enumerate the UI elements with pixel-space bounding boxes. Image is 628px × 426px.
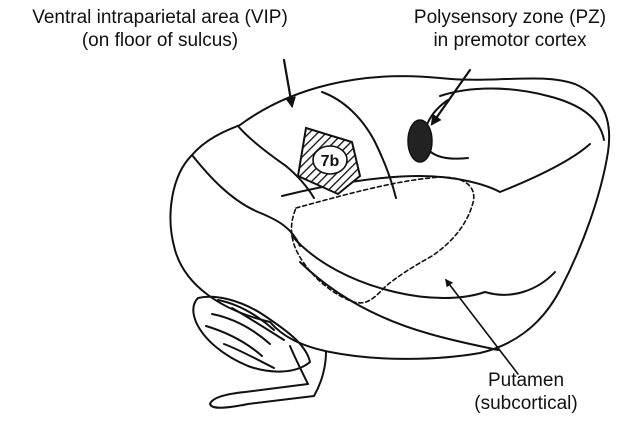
pz-label: Polysensory zone (PZ) in premotor cortex xyxy=(392,6,628,52)
vip-label-line1: Ventral intraparietal area (VIP) xyxy=(0,6,320,29)
cerebellum-outline xyxy=(193,297,310,372)
cerebellum-fold xyxy=(224,344,274,368)
superior-temporal-sulcus xyxy=(292,236,485,298)
area-7b-label: 7b xyxy=(321,153,340,170)
vip-label: Ventral intraparietal area (VIP) (on flo… xyxy=(0,6,320,52)
putamen-label-line2: (subcortical) xyxy=(452,392,600,415)
brain-outline xyxy=(170,76,609,359)
pz-region xyxy=(408,120,432,162)
vip-label-line2: (on floor of sulcus) xyxy=(0,29,320,52)
temporal-lobe-lower xyxy=(300,262,498,350)
pz-label-line1: Polysensory zone (PZ) xyxy=(392,6,628,29)
frontal-lobe-outline xyxy=(440,89,604,141)
putamen-label: Putamen (subcortical) xyxy=(452,369,600,415)
cerebellum-fold xyxy=(212,314,270,344)
occipital-lobe xyxy=(192,155,300,246)
pz-label-line2: in premotor cortex xyxy=(392,29,628,52)
temporal-pole xyxy=(485,272,555,295)
putamen-outline xyxy=(291,177,473,303)
putamen-label-line1: Putamen xyxy=(452,369,600,392)
